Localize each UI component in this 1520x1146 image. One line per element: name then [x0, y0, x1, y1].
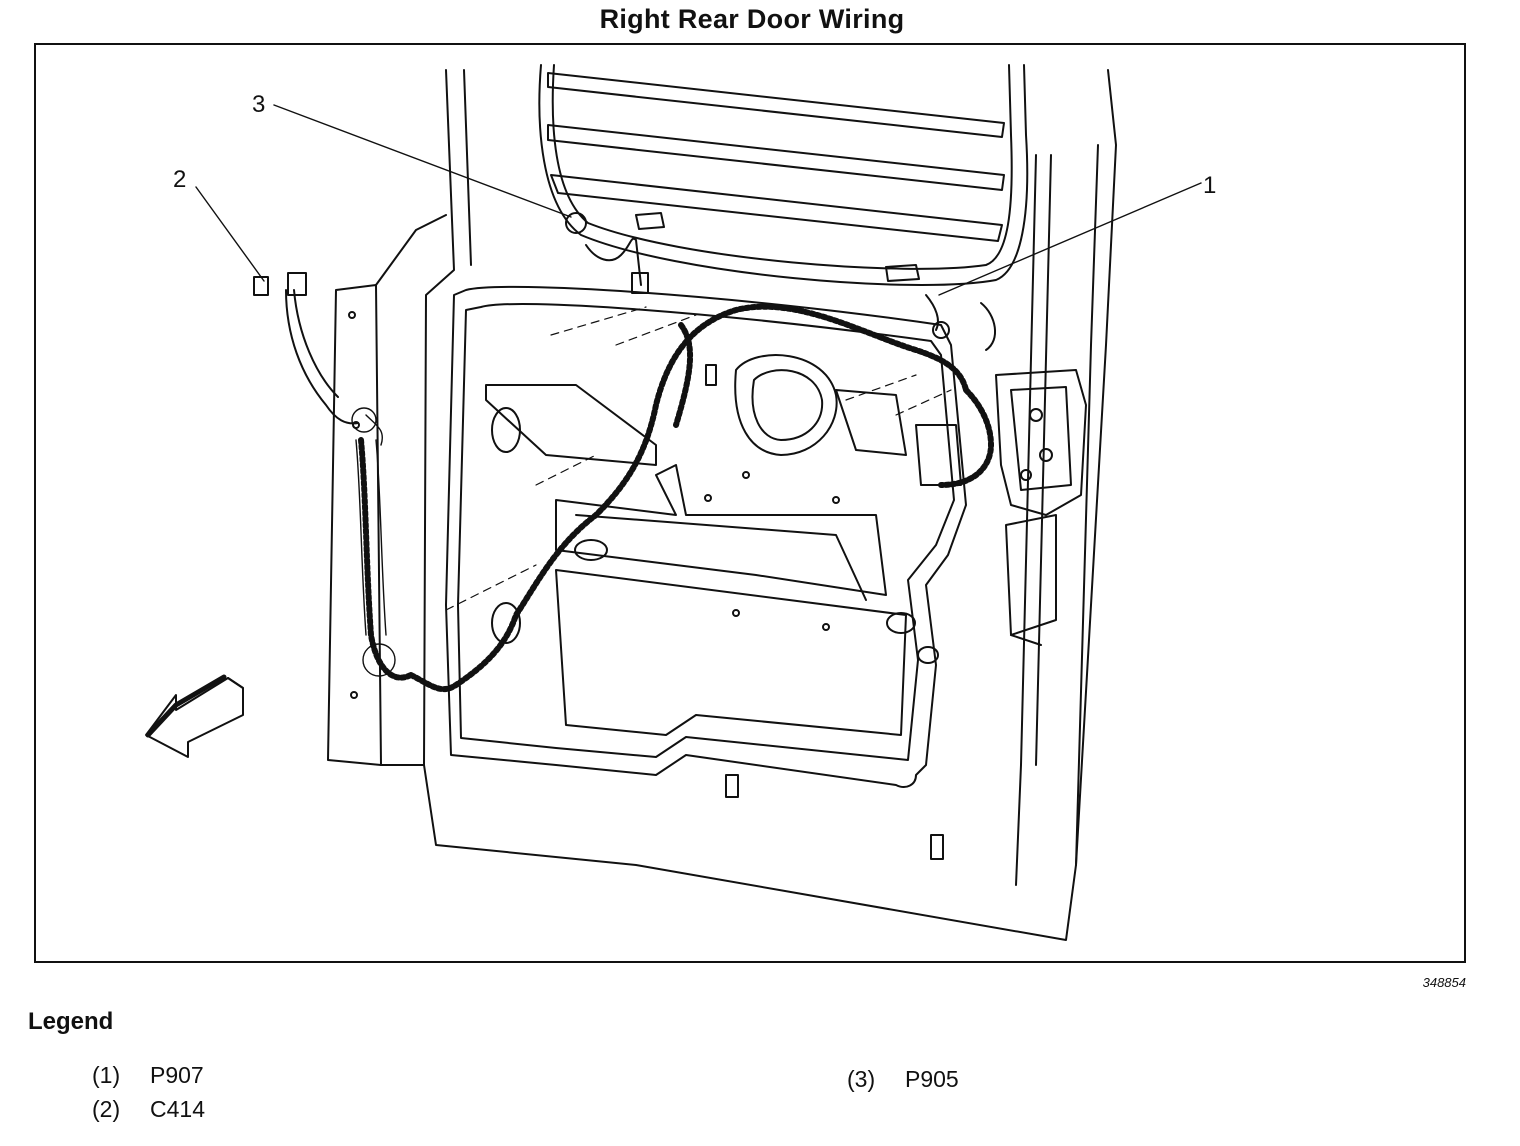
c414-pigtail [253, 272, 359, 425]
latch-mechanism [995, 369, 1087, 646]
callout-leaders [195, 104, 1202, 296]
page-title: Right Rear Door Wiring [599, 4, 905, 34]
p905-connector [565, 212, 665, 294]
legend-item: (2) C414 [92, 1096, 205, 1123]
wiring-harness [358, 303, 994, 693]
figure-id: 348854 [1422, 975, 1466, 990]
pointer-lines [445, 306, 952, 611]
callout-label-2: 2 [173, 166, 186, 193]
legend-item: (1) P907 [92, 1062, 204, 1089]
diagram-frame: 1 2 3 [34, 43, 1466, 963]
legend-item-number: (2) [92, 1096, 121, 1122]
callout-label-3: 3 [252, 91, 265, 118]
wiring-harness-outline [351, 407, 396, 677]
legend-item-number: (1) [92, 1062, 121, 1088]
door-shell [423, 64, 1117, 941]
front-direction-arrow-icon [145, 674, 244, 758]
legend-item-code: P905 [905, 1066, 959, 1092]
legend-item-code: C414 [150, 1096, 205, 1122]
legend-item: (3) P905 [847, 1066, 959, 1093]
callout-label-1: 1 [1203, 172, 1216, 199]
legend-heading: Legend [28, 1008, 114, 1035]
legend-item-number: (3) [847, 1066, 876, 1092]
inner-door-panel [445, 285, 967, 860]
door-wiring-illustration: 1 2 3 [145, 64, 1216, 941]
legend-item-code: P907 [150, 1062, 204, 1088]
p907-connector [885, 264, 996, 351]
